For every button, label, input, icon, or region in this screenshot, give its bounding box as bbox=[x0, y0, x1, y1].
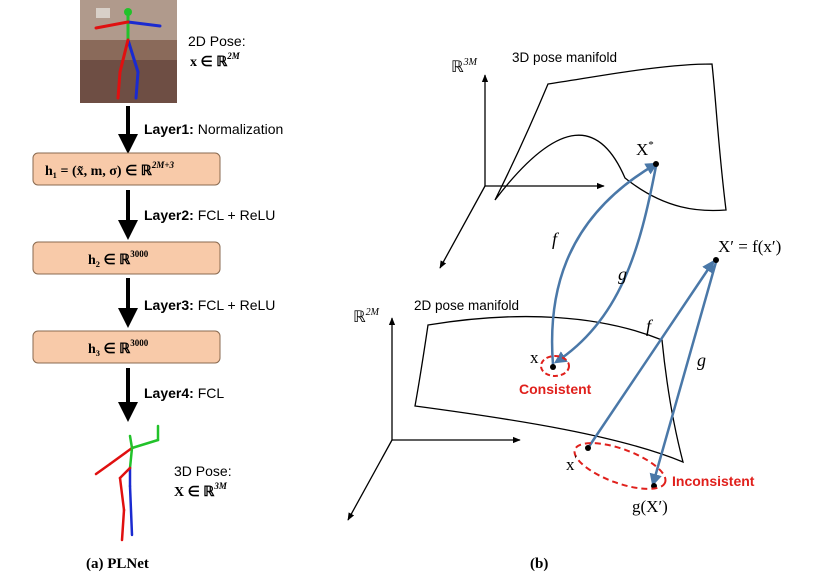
g-label-2: g bbox=[697, 350, 706, 370]
mapping-arrows bbox=[550, 162, 718, 487]
g-X-prime-label: g(X′) bbox=[632, 497, 668, 516]
point-x-prime bbox=[585, 445, 591, 451]
arrow-g-inconsistent bbox=[649, 261, 718, 487]
arrow-f-consistent bbox=[550, 162, 659, 366]
arrow-f-inconsistent bbox=[586, 259, 715, 449]
manifold-2d-label: 2D pose manifold bbox=[414, 298, 519, 313]
x-prime-label: x′ bbox=[566, 452, 578, 474]
input-pose-label: 2D Pose: bbox=[188, 33, 246, 49]
point-X-prime bbox=[713, 257, 719, 263]
inconsistent-ellipse bbox=[573, 442, 667, 490]
manifold-3d-label: 3D pose manifold bbox=[512, 50, 617, 65]
layer2-label: Layer2: FCL + ReLU bbox=[144, 207, 275, 223]
axis-3d-label: ℝ3M bbox=[451, 57, 478, 76]
x-star-label: X* bbox=[636, 139, 654, 159]
manifold-2d bbox=[414, 315, 684, 464]
axes-2d bbox=[347, 317, 521, 521]
output-skeleton bbox=[94, 424, 160, 542]
f-label-2: f bbox=[646, 316, 654, 336]
x-label: x bbox=[530, 348, 539, 367]
layer4-label: Layer4: FCL bbox=[144, 385, 224, 401]
output-pose-math: X ∈ ℝ3M bbox=[174, 481, 228, 500]
svg-text:h₂ ∈ ℝ3000: h₂ ∈ ℝ3000 bbox=[88, 249, 149, 268]
X-prime-eq-label: X′ = f(x′) bbox=[718, 237, 781, 256]
consistent-ellipse bbox=[540, 355, 570, 377]
input-photo bbox=[80, 0, 177, 103]
svg-text:h₁ = (x̃, m, σ) ∈ ℝ2M+3: h₁ = (x̃, m, σ) ∈ ℝ2M+3 bbox=[45, 160, 174, 179]
layer3-label: Layer3: FCL + ReLU bbox=[144, 297, 275, 313]
caption-b: (b) bbox=[530, 556, 548, 572]
axes-3d bbox=[439, 74, 605, 269]
svg-text:h₃ ∈ ℝ3000: h₃ ∈ ℝ3000 bbox=[88, 338, 149, 357]
input-pose-math: x ∈ ℝ2M bbox=[190, 51, 241, 70]
hidden-box-3: h₃ ∈ ℝ3000 bbox=[32, 330, 221, 364]
point-x bbox=[550, 364, 556, 370]
consistent-label: Consistent bbox=[519, 381, 592, 397]
output-pose-label: 3D Pose: bbox=[174, 463, 232, 479]
caption-a: (a) PLNet bbox=[86, 556, 149, 572]
hidden-box-1: h₁ = (x̃, m, σ) ∈ ℝ2M+3 bbox=[32, 152, 221, 186]
g-label-1: g bbox=[618, 264, 627, 284]
arrow-g-consistent bbox=[553, 165, 658, 364]
f-label-1: f bbox=[552, 229, 560, 249]
manifold-3d bbox=[494, 63, 727, 212]
layer1-label: Layer1: Normalization bbox=[144, 121, 283, 137]
axis-2d-label: ℝ2M bbox=[353, 307, 380, 326]
inconsistent-label: Inconsistent bbox=[672, 473, 755, 489]
hidden-box-2: h₂ ∈ ℝ3000 bbox=[32, 241, 221, 275]
point-x-star bbox=[653, 161, 659, 167]
